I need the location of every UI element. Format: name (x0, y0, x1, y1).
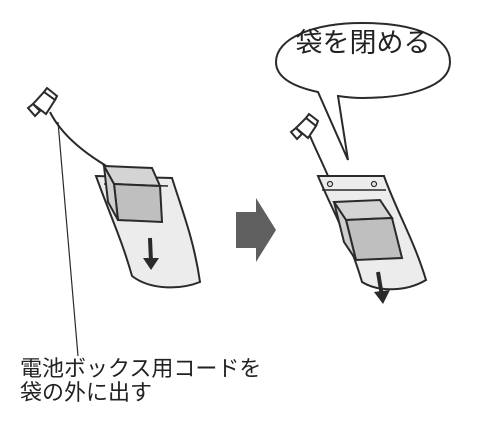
down-arrow-icon (143, 237, 159, 270)
right-figure (289, 112, 428, 304)
caption-line-2: 袋の外に出す (20, 381, 153, 406)
caption: 電池ボックス用コードを 袋の外に出す (20, 358, 340, 406)
plug-icon (26, 86, 59, 118)
battery-box-cord (309, 135, 329, 177)
caption-leader-line (57, 121, 79, 357)
speech-bubble (274, 21, 452, 161)
right-arrow-icon (236, 198, 276, 262)
bubble-text: 袋を閉める (295, 28, 431, 59)
plug-icon (289, 112, 320, 141)
battery-box-icon (102, 164, 164, 224)
down-arrow-icon (374, 271, 390, 304)
left-figure (26, 86, 202, 357)
battery-box-icon (332, 198, 404, 262)
caption-line-1: 電池ボックス用コードを (20, 357, 262, 382)
